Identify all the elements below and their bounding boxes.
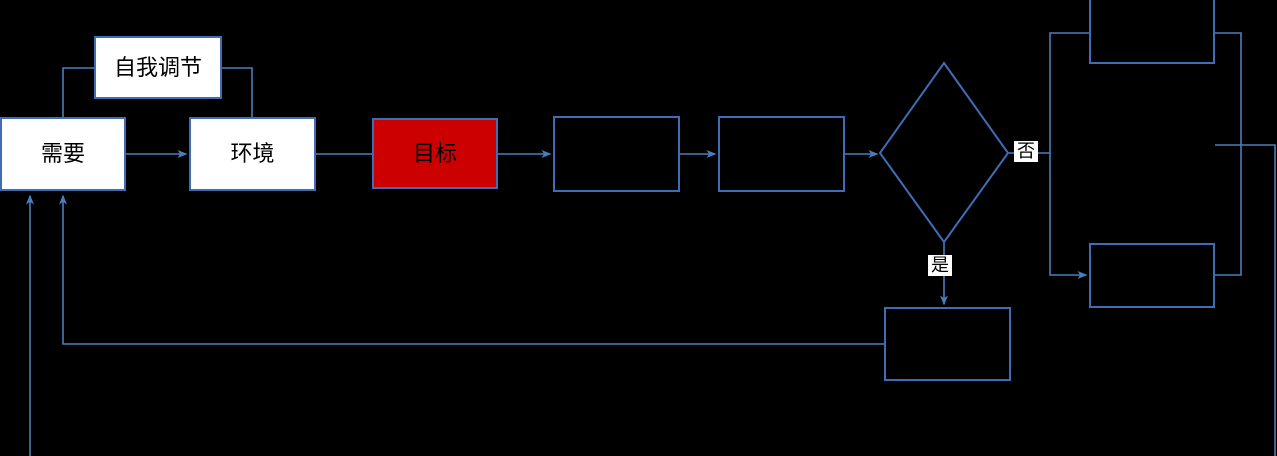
edge-label-no: 否 — [1014, 141, 1038, 162]
edge-label-yes: 是 — [928, 255, 952, 276]
edge-decision-no-to-branch-bottom — [1008, 152, 1088, 279]
node-need-label: 需要 — [40, 141, 85, 166]
edge-self-regulation-to-environment — [222, 67, 253, 117]
node-environment[interactable]: 环境 — [189, 117, 316, 191]
edge-outcome-to-need — [59, 194, 884, 345]
node-branch-bottom[interactable] — [1089, 243, 1215, 308]
node-branch-top[interactable] — [1089, 0, 1215, 64]
node-self-regulation[interactable]: 自我调节 — [94, 36, 222, 99]
node-goal[interactable]: 目标 — [372, 118, 498, 189]
node-step-5[interactable] — [718, 116, 845, 192]
edge-branch-top-join — [1049, 32, 1089, 153]
decision-diamond[interactable] — [878, 61, 1010, 244]
edge-branch-bottom-to-branch-top — [1215, 32, 1242, 276]
node-step-4[interactable] — [553, 116, 680, 192]
edge-right-rail — [1215, 144, 1276, 456]
node-need[interactable]: 需要 — [0, 117, 126, 191]
node-self-regulation-label: 自我调节 — [113, 54, 202, 80]
node-outcome[interactable] — [884, 307, 1011, 381]
node-goal-label: 目标 — [412, 140, 457, 166]
node-environment-label: 环境 — [230, 141, 275, 166]
edge-need-to-self-regulation — [62, 67, 94, 117]
